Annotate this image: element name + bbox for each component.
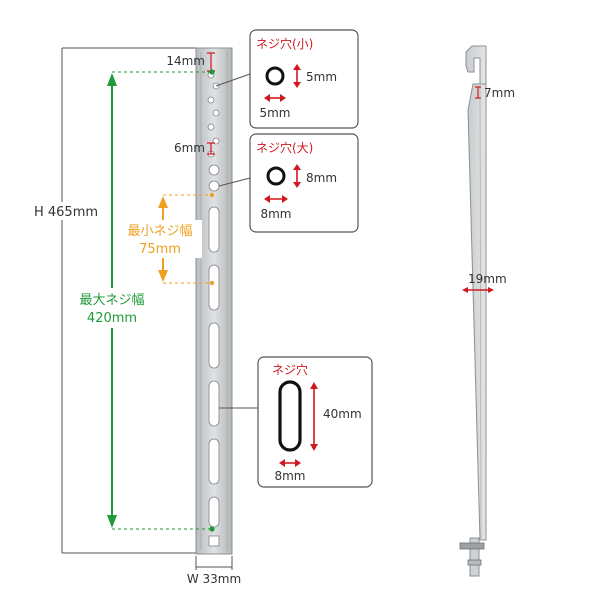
max-screw-width-dimension: 最大ネジ幅 420mm bbox=[76, 69, 215, 532]
callout-slot-width: 8mm bbox=[274, 469, 305, 483]
hole-pitch-label: 6mm bbox=[174, 141, 205, 155]
callout-slot-title: ネジ穴 bbox=[272, 362, 308, 377]
width-label: W 33mm bbox=[187, 572, 241, 586]
callout-large-hole: ネジ穴(大) 8mm 8mm bbox=[218, 133, 359, 233]
min-screw-width-dimension: 最小ネジ幅 75mm bbox=[124, 192, 215, 286]
side-mid-thickness-dimension: 19mm bbox=[462, 272, 507, 293]
callout-small-height: 5mm bbox=[306, 70, 337, 84]
callout-large-width: 8mm bbox=[260, 207, 291, 221]
slot-holes bbox=[208, 206, 220, 528]
max-screw-width-title: 最大ネジ幅 bbox=[79, 293, 144, 308]
callout-small-hole: ネジ穴(小) 5mm 5mm bbox=[215, 29, 359, 129]
side-top-thickness-dimension: 7mm bbox=[475, 86, 515, 100]
bracket-side-view bbox=[459, 45, 487, 577]
width-dimension: W 33mm bbox=[187, 556, 241, 586]
height-label: H 465mm bbox=[34, 205, 98, 220]
side-top-thickness-label: 7mm bbox=[484, 86, 515, 100]
callout-small-width: 5mm bbox=[259, 106, 290, 120]
callout-slot-height: 40mm bbox=[323, 407, 362, 421]
top-offset-label: 14mm bbox=[166, 54, 205, 68]
callout-large-title: ネジ穴(大) bbox=[256, 140, 313, 155]
hole-pitch-dimension: 6mm bbox=[174, 141, 215, 155]
callout-slot: ネジ穴 40mm 8mm bbox=[219, 356, 373, 488]
side-mid-thickness-label: 19mm bbox=[468, 272, 507, 286]
max-screw-width-value: 420mm bbox=[87, 311, 137, 326]
height-dimension: H 465mm bbox=[30, 47, 200, 554]
min-screw-width-title: 最小ネジ幅 bbox=[127, 224, 192, 239]
bracket-front-view bbox=[195, 47, 233, 555]
min-screw-width-value: 75mm bbox=[139, 242, 181, 257]
callout-large-height: 8mm bbox=[306, 171, 337, 185]
callout-small-title: ネジ穴(小) bbox=[256, 36, 313, 51]
